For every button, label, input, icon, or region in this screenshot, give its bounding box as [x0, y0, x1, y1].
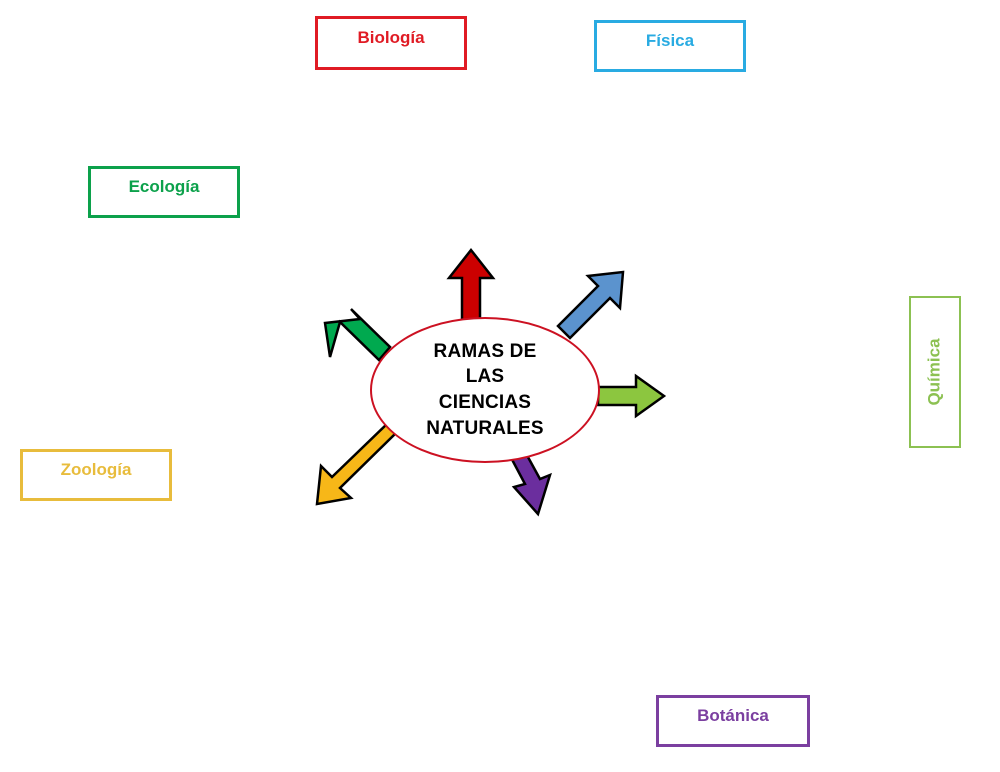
central-title-line-3: CIENCIAS [438, 392, 532, 413]
label-text-botanica: Botánica [697, 706, 769, 726]
label-text-zoologia: Zoología [60, 460, 132, 480]
label-box-quimica[interactable]: Química [909, 296, 961, 448]
arrow-downleft-orange [315, 420, 399, 506]
label-text-quimica: Química [925, 338, 944, 406]
label-text-biologia: Biología [357, 27, 425, 47]
central-title-line-1: RAMAS DE [433, 340, 537, 362]
central-title-line-4: NATURALES [426, 417, 544, 439]
label-box-fisica[interactable]: Física [594, 20, 746, 72]
arrow-upright-blue [556, 270, 625, 340]
central-topic-ellipse: RAMAS DE LAS CIENCIAS NATURALES [370, 317, 600, 463]
central-title-line-2: LAS [465, 366, 505, 388]
label-box-zoologia[interactable]: Zoología [20, 449, 172, 501]
label-text-ecologia: Ecología [128, 177, 200, 197]
label-box-botanica[interactable]: Botánica [656, 695, 810, 747]
label-box-biologia[interactable]: Biología [315, 16, 467, 70]
arrow-right-lightgreen [596, 373, 667, 419]
label-box-ecologia[interactable]: Ecología [88, 166, 240, 218]
label-text-fisica: Física [645, 31, 695, 51]
